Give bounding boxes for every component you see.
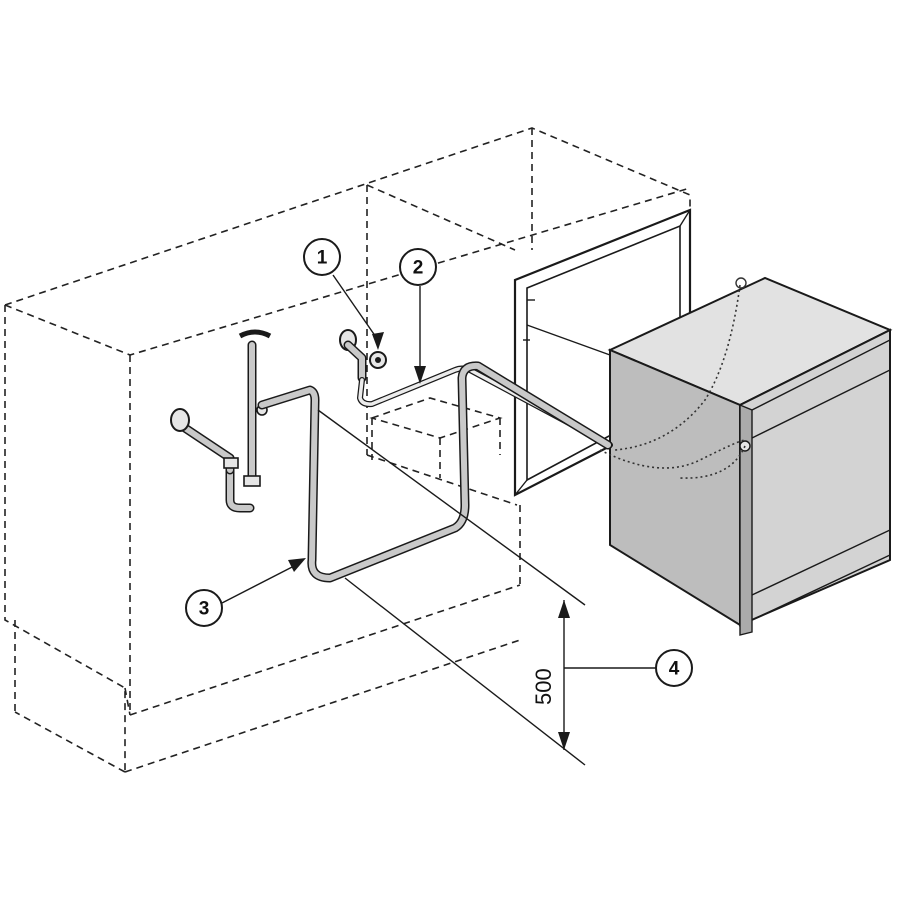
drain-siphon	[170, 329, 272, 513]
cabinet-outline	[4, 127, 691, 773]
callout-3: 3	[185, 589, 223, 627]
hidden-hose	[599, 284, 746, 469]
callout-2: 2	[399, 248, 437, 286]
hidden-hose-right	[679, 445, 746, 479]
recess-outline	[369, 397, 503, 478]
callout-4-label: 4	[669, 659, 680, 680]
height-dimension-label: 500	[531, 668, 556, 705]
water-tap	[339, 329, 387, 383]
hose-port	[735, 277, 747, 289]
callout-3-label: 3	[199, 599, 210, 620]
callout-2-label: 2	[413, 258, 424, 279]
appliance	[607, 276, 893, 636]
callout-1-label: 1	[317, 248, 328, 269]
callout-4: 4	[655, 649, 693, 687]
dimension-lines	[317, 409, 586, 766]
drain-hose	[257, 361, 613, 583]
leader-lines	[221, 274, 656, 669]
callout-1: 1	[303, 238, 341, 276]
